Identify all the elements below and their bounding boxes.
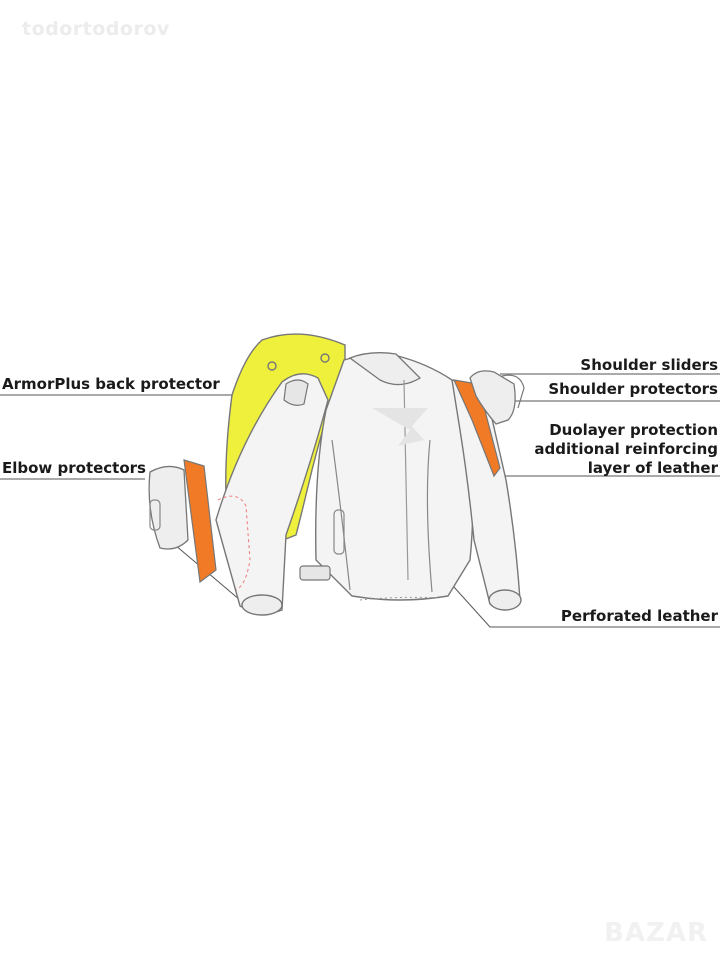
left-shoulder-slider [283,379,309,406]
perforated-panel [359,596,441,601]
elbow-slider-slot [149,499,161,531]
label-back-protector: ArmorPlus back protector [2,375,220,393]
shoulder-slider [469,370,516,425]
shoulder-slider-rim [501,374,525,409]
back-protector-rivet [267,361,277,371]
right-cuff [488,589,522,611]
left-cuff [241,594,283,616]
label-duolayer-line-1: Duolayer protection [549,421,718,439]
label-duolayer-line-2: additional reinforcing [534,440,718,458]
brand-logo [372,408,428,446]
panel-seam-left [331,439,351,591]
label-elbow-protectors: Elbow protectors [2,459,146,477]
collar [348,352,422,386]
panel-seam-right [426,439,433,593]
back-protector-rivet [320,353,330,363]
watermark-text: todortodorov [22,18,170,40]
waist-adjuster [299,565,331,581]
watermark-stamp: BAZAR [604,918,708,948]
label-duolayer-line-3: layer of leather [587,459,718,477]
elbow-slider [148,465,189,550]
left-sleeve [215,373,329,614]
leader-lines [0,373,720,628]
pocket-left [333,509,345,555]
label-shoulder-sliders: Shoulder sliders [580,356,718,374]
label-perforated-leather: Perforated leather [560,607,718,625]
label-shoulder-protectors: Shoulder protectors [548,380,718,398]
elbow-protector [183,459,217,584]
jacket-torso [315,353,474,601]
